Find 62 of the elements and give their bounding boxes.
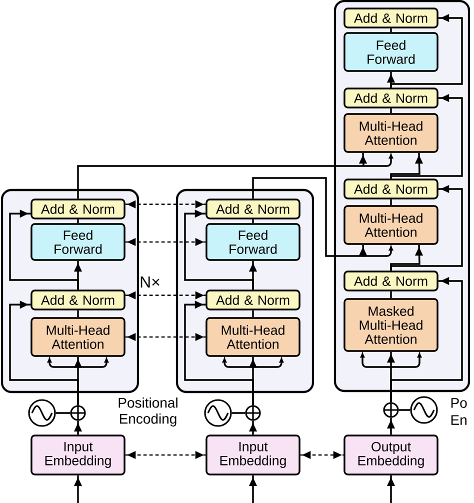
arrow	[184, 210, 254, 290]
connector-line	[232, 412, 246, 414]
connector-line	[77, 310, 79, 318]
connector-line	[390, 291, 392, 298]
adder-symbol	[70, 405, 86, 421]
adder-symbol	[245, 405, 261, 421]
connector-line	[252, 219, 254, 224]
add-norm-box: Add & Norm	[344, 88, 438, 108]
add-norm-box: Add & Norm	[206, 290, 300, 310]
arrow	[390, 276, 463, 402]
arrow	[125, 450, 206, 460]
connector-line	[390, 108, 392, 114]
add-norm-box: Add & Norm	[344, 8, 438, 28]
attention-box: Multi-Head Attention	[206, 317, 300, 357]
connector-line	[390, 199, 392, 206]
arrow	[125, 238, 206, 246]
arrow	[125, 332, 206, 342]
connector-line	[390, 28, 392, 32]
arrow	[300, 450, 344, 460]
attention-box: Masked Multi-Head Attention	[344, 298, 438, 352]
feed-forward-box: Feed Forward	[206, 223, 300, 261]
attention-box: Multi-Head Attention	[30, 317, 126, 357]
arrow	[390, 184, 463, 271]
arrow	[9, 210, 79, 290]
connector-line	[56, 412, 70, 414]
encoding-label: Po	[451, 398, 467, 408]
add-norm-box: Add & Norm	[344, 178, 438, 200]
attention-box: Multi-Head Attention	[344, 205, 438, 245]
attention-box: Multi-Head Attention	[344, 113, 438, 153]
arrow	[252, 177, 368, 257]
add-norm-box: Add & Norm	[344, 270, 438, 292]
adder-symbol	[383, 402, 399, 418]
sine-wave-symbol	[204, 399, 232, 427]
arrow	[390, 14, 463, 88]
sine-wave-symbol	[28, 399, 56, 427]
arrow	[248, 420, 258, 435]
sine-wave-symbol	[410, 396, 438, 424]
arrow	[390, 94, 463, 179]
arrow	[125, 200, 206, 208]
arrow	[74, 420, 82, 435]
connector-line	[77, 219, 79, 224]
arrow	[125, 291, 206, 300]
embedding-box: Output Embedding	[344, 434, 438, 476]
encoding-label: Positional Encoding	[118, 397, 178, 427]
arrow	[386, 418, 396, 435]
arrow	[386, 475, 396, 503]
arrow	[248, 475, 258, 503]
arrow	[9, 300, 79, 406]
add-norm-box: Add & Norm	[30, 198, 126, 220]
embedding-box: Input Embedding	[206, 434, 300, 476]
add-norm-box: Add & Norm	[206, 198, 300, 220]
connector-line	[252, 310, 254, 318]
encoding-label: En	[451, 415, 466, 425]
feed-forward-box: Feed Forward	[344, 32, 438, 72]
arrow	[184, 300, 254, 406]
connector-line	[398, 409, 410, 411]
arrow	[77, 152, 368, 199]
embedding-box: Input Embedding	[30, 434, 126, 476]
add-norm-box: Add & Norm	[30, 290, 126, 310]
repeat-label: N×	[140, 276, 160, 288]
feed-forward-box: Feed Forward	[30, 223, 126, 261]
arrow	[74, 475, 82, 503]
